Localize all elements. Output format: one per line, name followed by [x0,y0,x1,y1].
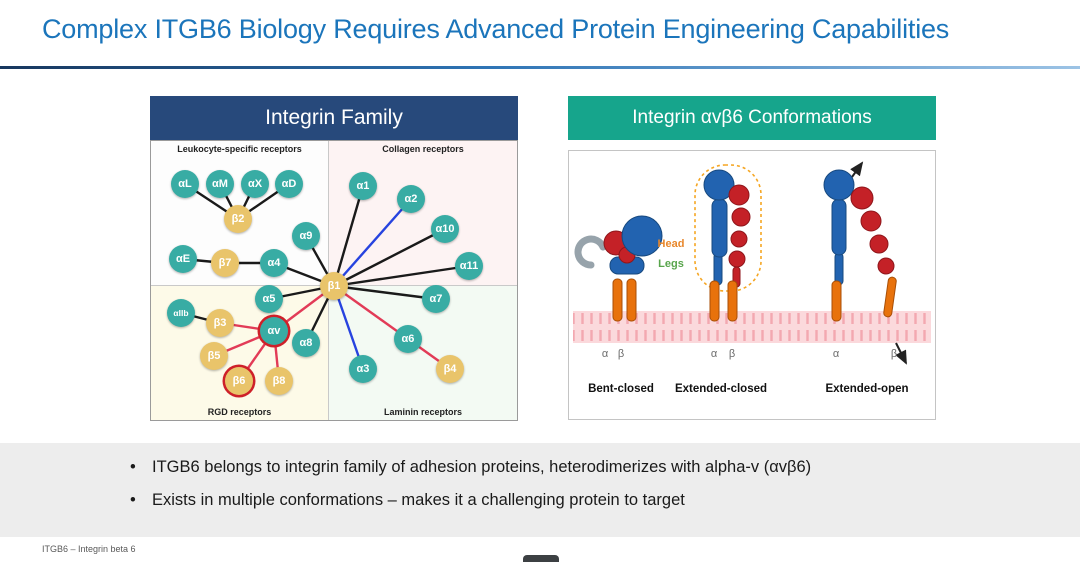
clasp-icon [574,235,607,269]
family-node-a9: α9 [292,222,320,250]
bullet-marker [130,458,152,477]
extended-open-structure [823,161,907,365]
family-node-aL: αL [171,170,199,198]
quadrant-label-rgd: RGD receptors [207,407,272,417]
up-arrow-icon [850,161,864,178]
state-label-extended-open: Extended-open [825,383,908,395]
bullet-text: Exists in multiple conformations – makes… [152,491,685,509]
conformations-diagram: Head Legs α β α β α β Bent-closed Extend… [568,150,936,420]
page-title: Complex ITGB6 Biology Requires Advanced … [42,14,950,44]
state-label-extended-closed: Extended-closed [675,383,767,395]
family-node-aX: αX [241,170,269,198]
family-node-b5: β5 [200,342,228,370]
subunit-label-alpha: α [833,348,840,360]
integrin-family-header: Integrin Family [150,96,518,140]
family-node-a1: α1 [349,172,377,200]
family-node-b8: β8 [265,367,293,395]
head-annotation: Head [658,238,685,250]
family-node-b7: β7 [211,249,239,277]
family-node-a10: α10 [431,215,459,243]
legs-annotation: Legs [658,258,684,270]
bullet-marker [130,491,152,510]
subunit-label-alpha: α [711,348,718,360]
summary-band: ITGB6 belongs to integrin family of adhe… [0,443,1080,537]
family-node-aE: αE [169,245,197,273]
bullet-text: ITGB6 belongs to integrin family of adhe… [152,458,812,476]
down-arrow-icon [895,342,907,365]
quadrant-laminin: Laminin receptors [329,286,517,420]
conformations-header: Integrin αvβ6 Conformations [568,96,936,140]
family-node-a7: α7 [422,285,450,313]
quadrant-label-laminin: Laminin receptors [383,407,463,417]
family-node-b2: β2 [224,205,252,233]
title-divider [0,66,1080,69]
bent-closed-structure [574,215,663,322]
family-node-a3: α3 [349,355,377,383]
family-node-a8: α8 [292,329,320,357]
bullet-item: Exists in multiple conformations – makes… [130,491,1040,510]
extended-closed-structure [694,164,762,322]
family-node-aM: αM [206,170,234,198]
family-node-b3: β3 [206,309,234,337]
conformations-figure: Head Legs α β α β α β Bent-closed Extend… [573,161,931,395]
quadrant-collagen: Collagen receptors [329,141,517,286]
bottom-notch [523,555,559,562]
family-node-b1: β1 [320,272,348,300]
conformations-title: Integrin αvβ6 Conformations [632,107,872,128]
integrin-family-diagram: Leukocyte-specific receptors Collagen re… [150,140,518,421]
family-node-a11: α11 [455,252,483,280]
subunit-label-beta: β [618,348,624,360]
family-node-av: αv [260,317,288,345]
family-node-a2: α2 [397,185,425,213]
family-node-aD: αD [275,170,303,198]
integrin-family-panel: Integrin Family Leukocyte-specific recep… [150,96,518,421]
family-node-a4: α4 [260,249,288,277]
subunit-label-beta: β [891,348,897,360]
family-node-b6: β6 [225,367,253,395]
family-node-aIIb: αIIb [167,299,195,327]
bullet-item: ITGB6 belongs to integrin family of adhe… [130,458,1040,477]
subunit-label-alpha: α [602,348,609,360]
state-label-bent-closed: Bent-closed [588,383,654,395]
family-node-b4: β4 [436,355,464,383]
family-node-a5: α5 [255,285,283,313]
subunit-label-beta: β [729,348,735,360]
integrin-family-title: Integrin Family [265,106,403,129]
family-node-a6: α6 [394,325,422,353]
slide-footer: ITGB6 – Integrin beta 6 [42,544,136,554]
conformations-panel: Integrin αvβ6 Conformations [568,96,936,420]
quadrant-label-leukocyte: Leukocyte-specific receptors [177,144,302,154]
quadrant-label-collagen: Collagen receptors [382,144,464,154]
